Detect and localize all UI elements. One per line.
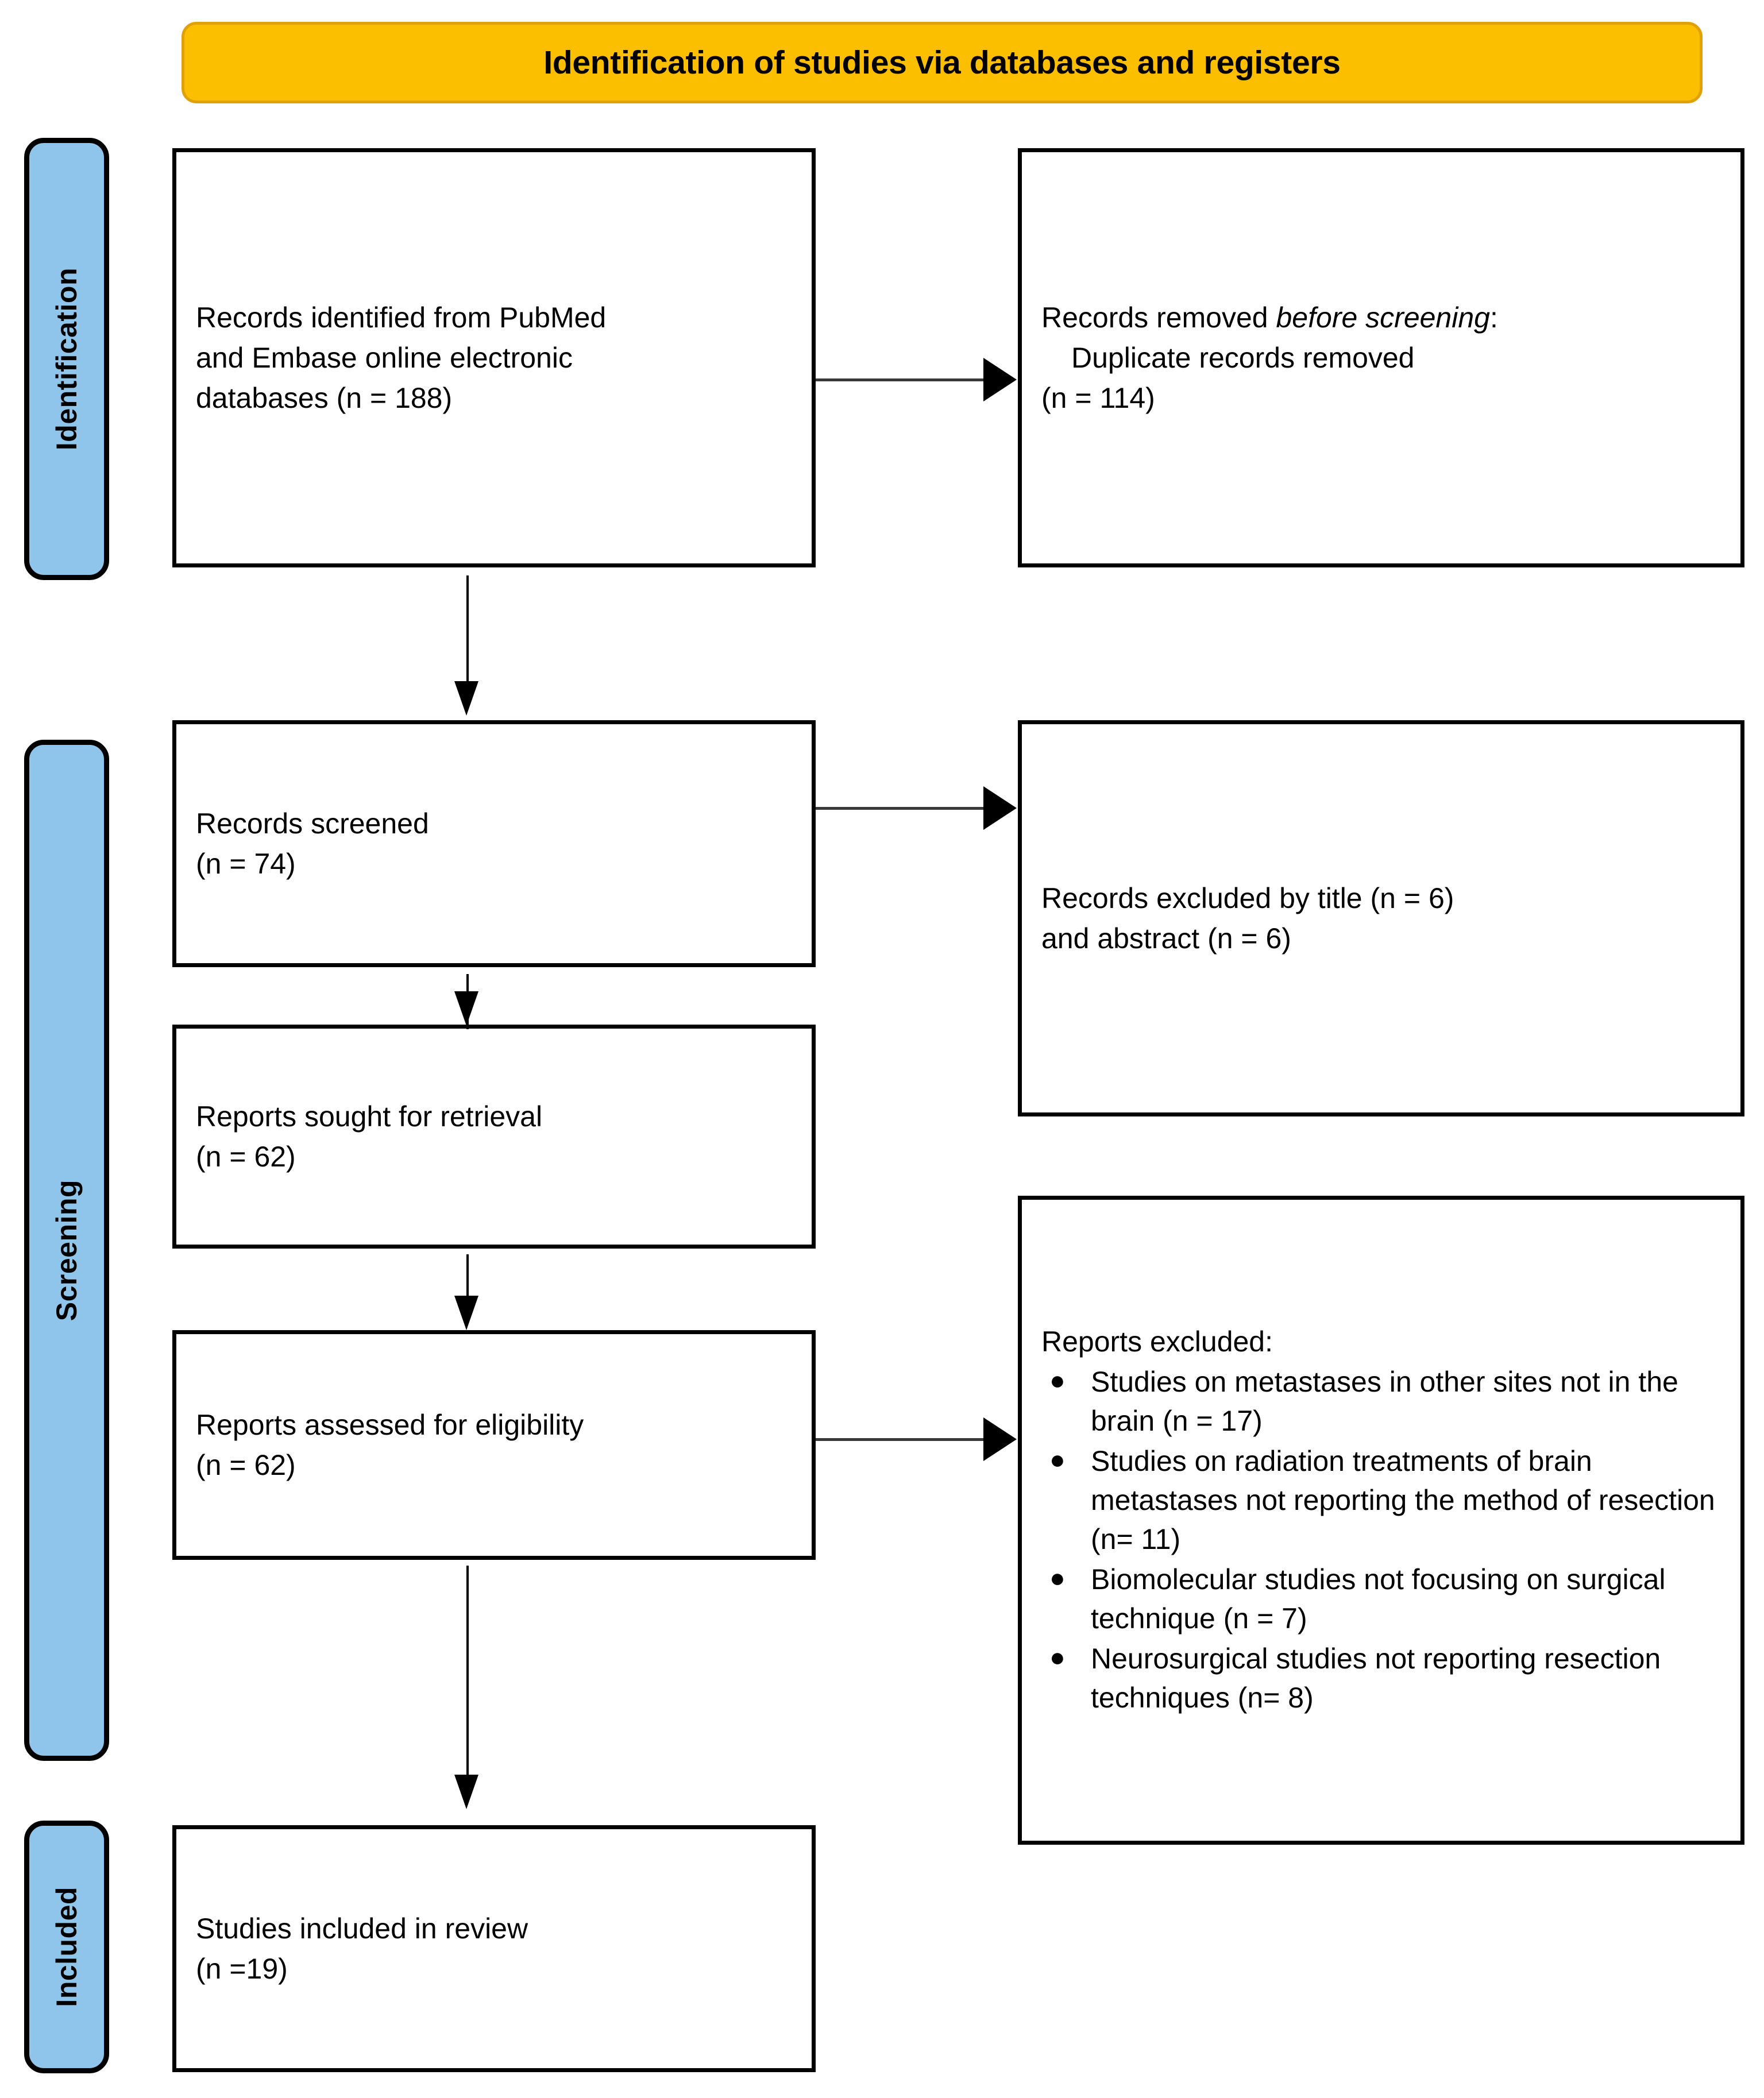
- studies-included-line1: Studies included in review: [196, 1912, 528, 1945]
- reports-excluded-item: ● Studies on radiation treatments of brai…: [1041, 1442, 1721, 1559]
- records-removed-line1: Records removed before screening:: [1041, 297, 1721, 338]
- bullet-icon: ●: [1049, 1365, 1066, 1395]
- phase-tab-included-label: Included: [51, 1887, 83, 2007]
- records-removed-prefix: Records removed: [1041, 302, 1276, 334]
- phase-tab-identification-label: Identification: [51, 267, 83, 451]
- reports-excluded-item: ● Studies on metastases in other sites no…: [1041, 1362, 1721, 1440]
- bullet-icon: ●: [1049, 1563, 1066, 1593]
- reports-sought-line2: (n = 62): [196, 1141, 296, 1173]
- records-removed-suffix: :: [1489, 302, 1498, 334]
- reports-assessed-line1: Reports assessed for eligibility: [196, 1409, 584, 1441]
- box-reports-sought: Reports sought for retrieval (n = 62): [172, 1025, 816, 1249]
- phase-tab-identification: Identification: [24, 138, 109, 580]
- records-identified-line1: Records identified from PubMed: [196, 302, 607, 334]
- reports-excluded-item-label: Neurosurgical studies not reporting rese…: [1091, 1643, 1661, 1714]
- reports-excluded-item-label: Studies on metastases in other sites not…: [1091, 1366, 1678, 1437]
- records-identified-line3: databases (n = 188): [196, 382, 453, 414]
- box-studies-included: Studies included in review (n =19): [172, 1825, 816, 2072]
- phase-tab-included: Included: [24, 1821, 109, 2073]
- reports-excluded-item: ● Neurosurgical studies not reporting res…: [1041, 1639, 1721, 1717]
- records-removed-line3: (n = 114): [1041, 382, 1155, 414]
- records-screened-line1: Records screened: [196, 807, 429, 840]
- bullet-icon: ●: [1049, 1642, 1066, 1672]
- phase-tab-screening-label: Screening: [51, 1179, 83, 1322]
- records-excluded-line2: and abstract (n = 6): [1041, 922, 1291, 955]
- reports-excluded-list: ● Studies on metastases in other sites no…: [1041, 1362, 1721, 1718]
- reports-excluded-item: ● Biomolecular studies not focusing on su…: [1041, 1560, 1721, 1638]
- phase-tab-screening: Screening: [24, 740, 109, 1761]
- box-records-removed: Records removed before screening: Duplic…: [1018, 148, 1744, 567]
- records-removed-italic: before screening: [1276, 302, 1490, 334]
- reports-excluded-item-label: Biomolecular studies not focusing on sur…: [1091, 1563, 1666, 1635]
- records-identified-line2: and Embase online electronic: [196, 342, 573, 374]
- studies-included-line2: (n =19): [196, 1953, 288, 1985]
- box-reports-excluded: Reports excluded: ● Studies on metastases…: [1018, 1196, 1744, 1845]
- box-records-identified: Records identified from PubMed and Embas…: [172, 148, 816, 567]
- reports-assessed-line2: (n = 62): [196, 1449, 296, 1481]
- box-records-screened: Records screened (n = 74): [172, 720, 816, 967]
- box-records-excluded-title-abstract: Records excluded by title (n = 6) and ab…: [1018, 720, 1744, 1116]
- records-screened-line2: (n = 74): [196, 848, 296, 880]
- reports-sought-line1: Reports sought for retrieval: [196, 1100, 543, 1133]
- records-removed-line2: Duplicate records removed: [1071, 342, 1415, 374]
- diagram-header-banner: Identification of studies via databases …: [182, 22, 1703, 103]
- records-excluded-line1: Records excluded by title (n = 6): [1041, 882, 1454, 914]
- reports-excluded-heading: Reports excluded:: [1041, 1326, 1273, 1358]
- bullet-icon: ●: [1049, 1444, 1066, 1474]
- reports-excluded-item-label: Studies on radiation treatments of brain…: [1091, 1445, 1715, 1555]
- page-title: Identification of studies via databases …: [543, 44, 1341, 81]
- box-reports-assessed: Reports assessed for eligibility (n = 62…: [172, 1330, 816, 1560]
